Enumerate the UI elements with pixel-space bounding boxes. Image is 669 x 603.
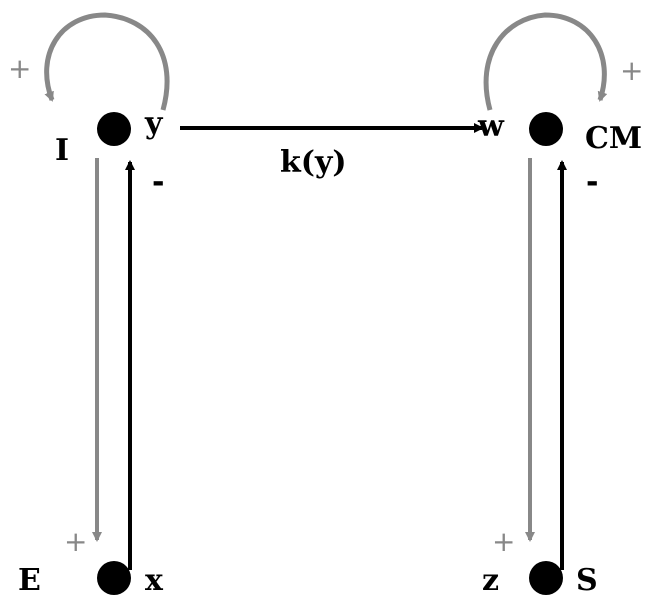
label-x: x	[145, 563, 164, 598]
label-w: w	[477, 109, 505, 144]
sign-I-to-E: +	[64, 525, 87, 558]
self-loop-I	[44, 12, 170, 111]
node-E	[97, 561, 131, 595]
node-CM	[529, 112, 563, 146]
label-z: z	[482, 563, 499, 598]
label-I: I	[55, 133, 69, 168]
node-I	[97, 112, 131, 146]
sign-E-to-I: -	[152, 165, 164, 200]
label-E: E	[18, 563, 41, 598]
label-k-y: k(y)	[280, 145, 347, 180]
sign-CM-to-S: +	[492, 525, 515, 558]
label-S: S	[576, 563, 598, 598]
sign-I-self: +	[8, 52, 31, 85]
node-S	[529, 561, 563, 595]
sign-S-to-CM: -	[586, 165, 598, 200]
label-CM: CM	[585, 121, 642, 156]
sign-CM-self: +	[620, 54, 643, 87]
label-y: y	[144, 106, 164, 141]
self-loop-CM	[483, 12, 608, 111]
